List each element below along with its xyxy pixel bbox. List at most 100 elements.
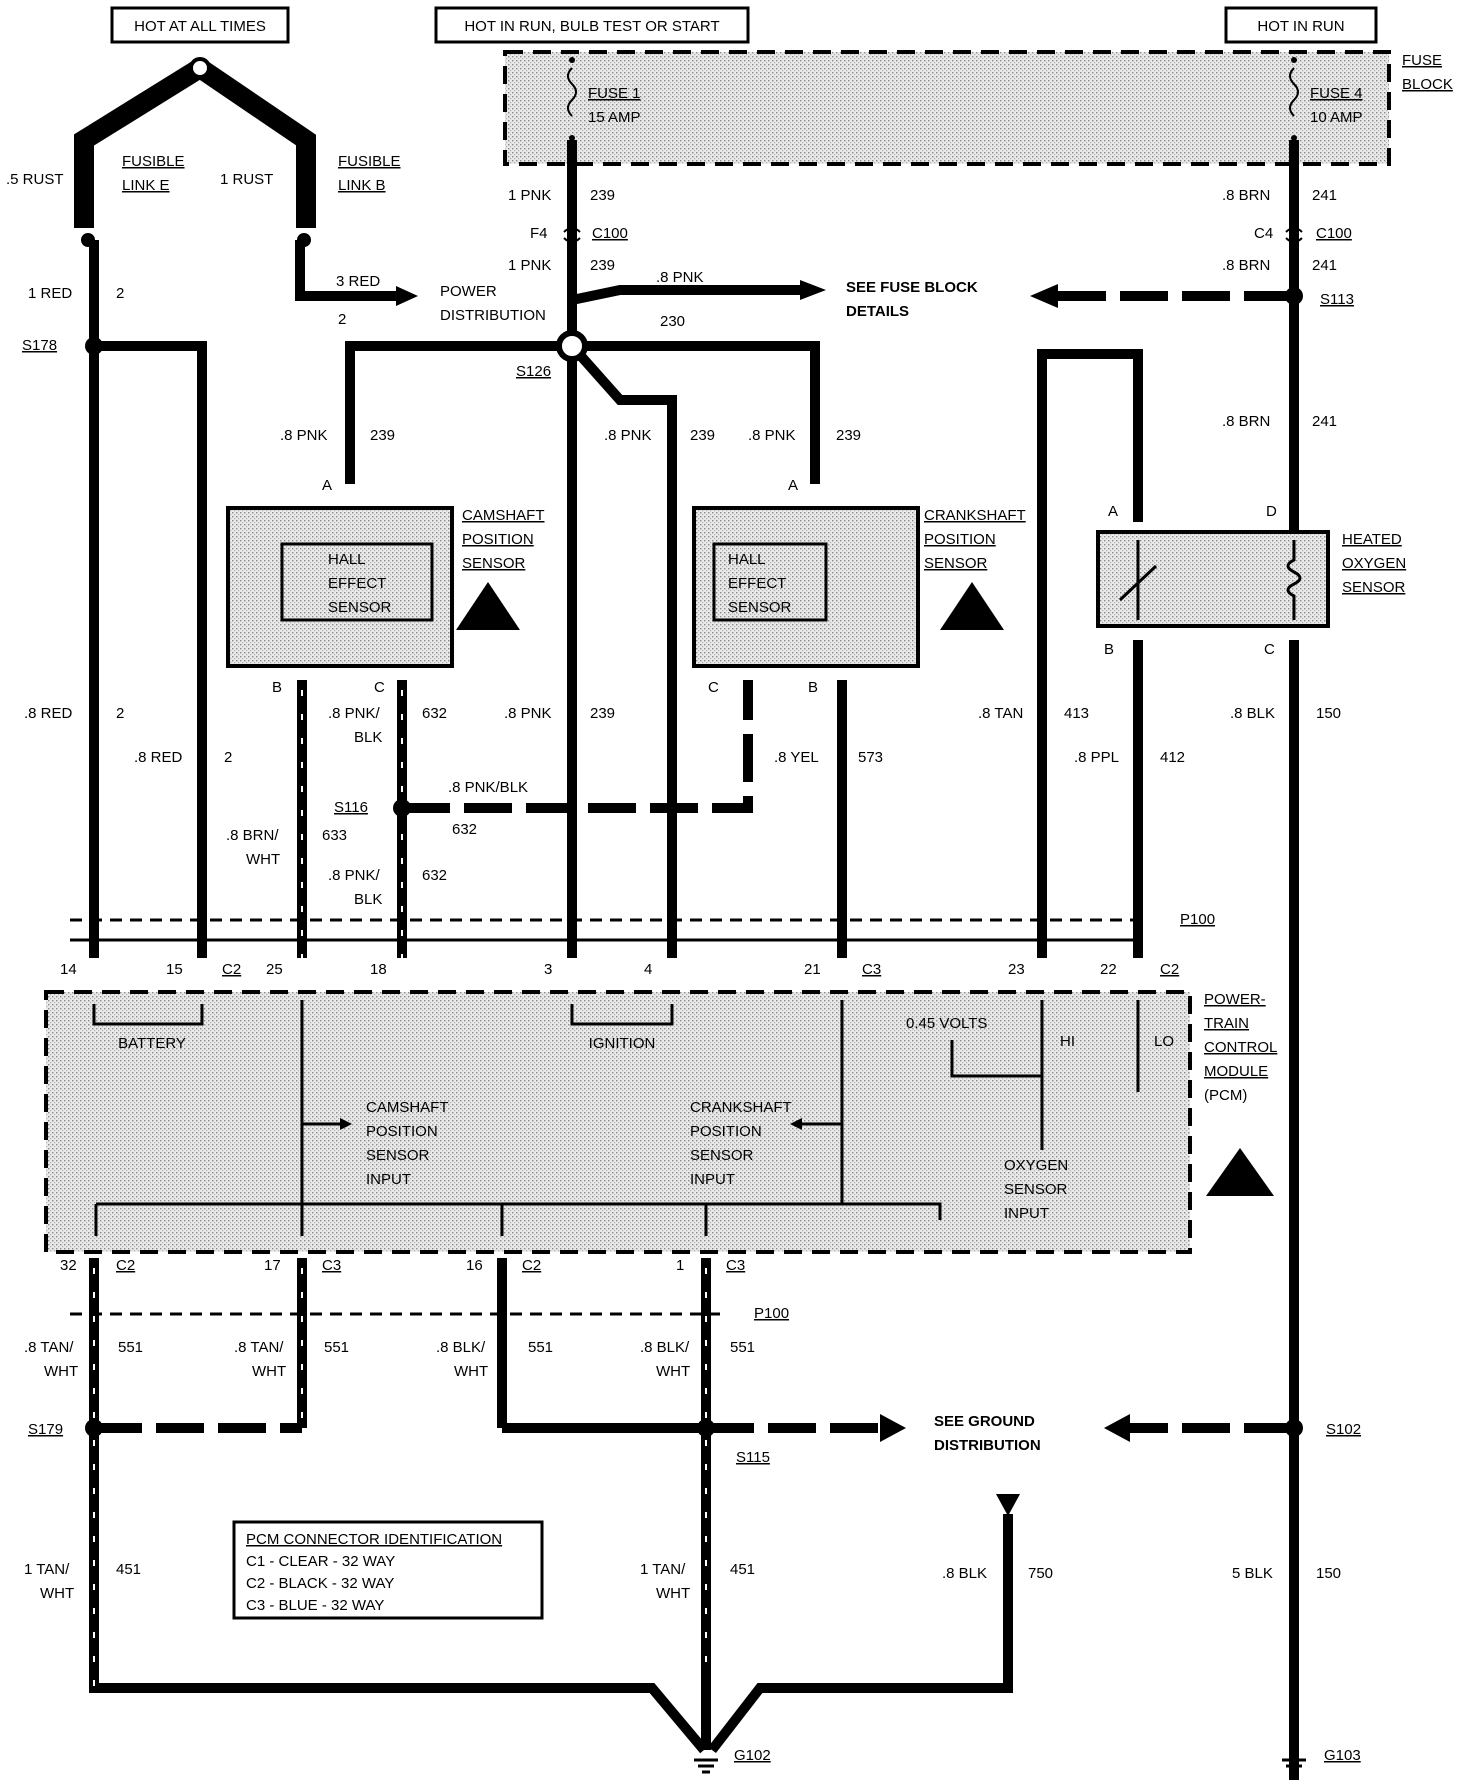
- header-hot-in-run: HOT IN RUN: [1224, 6, 1378, 44]
- wire-label: 551: [324, 1339, 349, 1356]
- pcm-conn-id-title: PCM CONNECTOR IDENTIFICATION: [246, 1531, 502, 1548]
- fusible-link-b-label-1: FUSIBLE: [338, 153, 401, 170]
- pcm-crank-input-4: INPUT: [690, 1171, 735, 1188]
- wires: [89, 140, 1299, 1780]
- wire-label: .8 BLK/: [640, 1339, 690, 1356]
- wire-label: 451: [730, 1561, 755, 1578]
- fuse-4-icon: [1289, 67, 1299, 117]
- wire-label: 2: [224, 749, 232, 766]
- splice-label: S113: [1320, 291, 1354, 308]
- wire-label: .8 PNK: [280, 427, 328, 444]
- o2-label-1: HEATED: [1342, 531, 1402, 548]
- pcm-cam-input-3: SENSOR: [366, 1147, 430, 1164]
- fuse-1-name: FUSE 1: [588, 85, 641, 102]
- wire-label: WHT: [246, 851, 280, 868]
- wire-label: C4: [1254, 225, 1273, 242]
- fuse-block-label-2: BLOCK: [1402, 76, 1453, 93]
- connector-label: C3: [322, 1257, 341, 1274]
- fuse-block-label-1: FUSE: [1402, 52, 1442, 69]
- crank-hall-1: HALL: [728, 551, 766, 568]
- wire-label: 633: [322, 827, 347, 844]
- wire-label: .8 BRN: [1222, 413, 1270, 430]
- wire-label: .8 YEL: [774, 749, 819, 766]
- pin-label: B: [1104, 641, 1114, 658]
- pin-label: C: [1264, 641, 1275, 658]
- fusible-link-e-label-1: FUSIBLE: [122, 153, 185, 170]
- pcm-label-3: CONTROL: [1204, 1039, 1277, 1056]
- wire-label: 239: [590, 187, 615, 204]
- fuse-block: FUSE BLOCK FUSE 1 15 AMP FUSE 4 10 AMP: [503, 50, 1453, 166]
- pcm-volts-label: 0.45 VOLTS: [906, 1015, 987, 1032]
- wire-label: .8 PNK: [504, 705, 552, 722]
- wire-label: 241: [1312, 187, 1337, 204]
- pcm-label-5: (PCM): [1204, 1087, 1247, 1104]
- wire-label: 239: [590, 705, 615, 722]
- wire-label: 551: [118, 1339, 143, 1356]
- wire-label: 551: [730, 1339, 755, 1356]
- fusible-link-b-wire: 1 RUST: [220, 171, 273, 188]
- header-hot-at-all-times-label: HOT AT ALL TIMES: [134, 18, 266, 35]
- wire-label: 1 RED: [28, 285, 72, 302]
- connector-label: P100: [754, 1305, 789, 1322]
- ground-icon: [694, 1758, 1306, 1774]
- pin-label: 17: [264, 1257, 281, 1274]
- pcm-module: POWER- TRAIN CONTROL MODULE (PCM) BATTER…: [44, 990, 1277, 1254]
- pcm-o2-input-3: INPUT: [1004, 1205, 1049, 1222]
- wire-label: 632: [422, 705, 447, 722]
- camshaft-position-sensor: HALL EFFECT SENSOR CAMSHAFT POSITION SEN…: [226, 506, 545, 668]
- pcm-o2-input-1: OXYGEN: [1004, 1157, 1068, 1174]
- crank-label-2: POSITION: [924, 531, 996, 548]
- wire-label: .8 PNK: [656, 269, 704, 286]
- wire-label: 412: [1160, 749, 1185, 766]
- wire-label: 5 BLK: [1232, 1565, 1273, 1582]
- wire-label: .8 PNK: [604, 427, 652, 444]
- pin-label: 25: [266, 961, 283, 978]
- crank-label-3: SENSOR: [924, 555, 988, 572]
- wire-label: .8 BLK: [1230, 705, 1275, 722]
- wire-label: 573: [858, 749, 883, 766]
- ground-label: G102: [734, 1747, 771, 1764]
- o2-label-3: SENSOR: [1342, 579, 1406, 596]
- header-hot-in-run-label: HOT IN RUN: [1257, 18, 1344, 35]
- connector-p100-upper: [70, 918, 1140, 942]
- pcm-cam-input-1: CAMSHAFT: [366, 1099, 449, 1116]
- connector-label: C2: [1160, 961, 1179, 978]
- wire-label: WHT: [252, 1363, 286, 1380]
- wire-label: .8 TAN/: [24, 1339, 74, 1356]
- wire-label: .8 BRN: [1222, 257, 1270, 274]
- wire-label: .8 RED: [134, 749, 183, 766]
- pin-label: 3: [544, 961, 552, 978]
- wire-label: .8 PPL: [1074, 749, 1119, 766]
- fuse-4-rating: 10 AMP: [1310, 109, 1363, 126]
- pcm-conn-id-row: C2 - BLACK - 32 WAY: [246, 1575, 394, 1592]
- connector-label: C3: [726, 1257, 745, 1274]
- power-distribution-label: DISTRIBUTION: [440, 307, 546, 324]
- ground-distribution-label: DISTRIBUTION: [934, 1437, 1041, 1454]
- splice-label: S102: [1326, 1421, 1361, 1438]
- wire-label: 551: [528, 1339, 553, 1356]
- wire-label: 239: [690, 427, 715, 444]
- fusible-link-e-wire: .5 RUST: [6, 171, 64, 188]
- connector-label: C3: [862, 961, 881, 978]
- pin-label: A: [1108, 503, 1118, 520]
- wire-label: BLK: [354, 891, 382, 908]
- wire-label: 150: [1316, 1565, 1341, 1582]
- wire-labels: 1 RED 2 3 RED 2 POWER DISTRIBUTION 1 PNK…: [22, 187, 1361, 1764]
- wire-label: 413: [1064, 705, 1089, 722]
- wire-label: .8 PNK/: [328, 705, 381, 722]
- wire-label: WHT: [656, 1363, 690, 1380]
- wire-label: 241: [1312, 257, 1337, 274]
- wire-label: 239: [590, 257, 615, 274]
- pcm-connector-identification: PCM CONNECTOR IDENTIFICATION C1 - CLEAR …: [232, 1520, 544, 1620]
- pcm-battery-label: BATTERY: [118, 1035, 186, 1052]
- wire-label: 2: [338, 311, 346, 328]
- wire-label: C100: [1316, 225, 1352, 242]
- pin-label: 14: [60, 961, 77, 978]
- pin-label: 21: [804, 961, 821, 978]
- wire-label: 2: [116, 705, 124, 722]
- splice-label: S126: [516, 363, 551, 380]
- wire-label: 1 TAN/: [640, 1561, 686, 1578]
- pin-label: B: [808, 679, 818, 696]
- esd-warning-icon: [456, 582, 1274, 1196]
- wire-label: 750: [1028, 1565, 1053, 1582]
